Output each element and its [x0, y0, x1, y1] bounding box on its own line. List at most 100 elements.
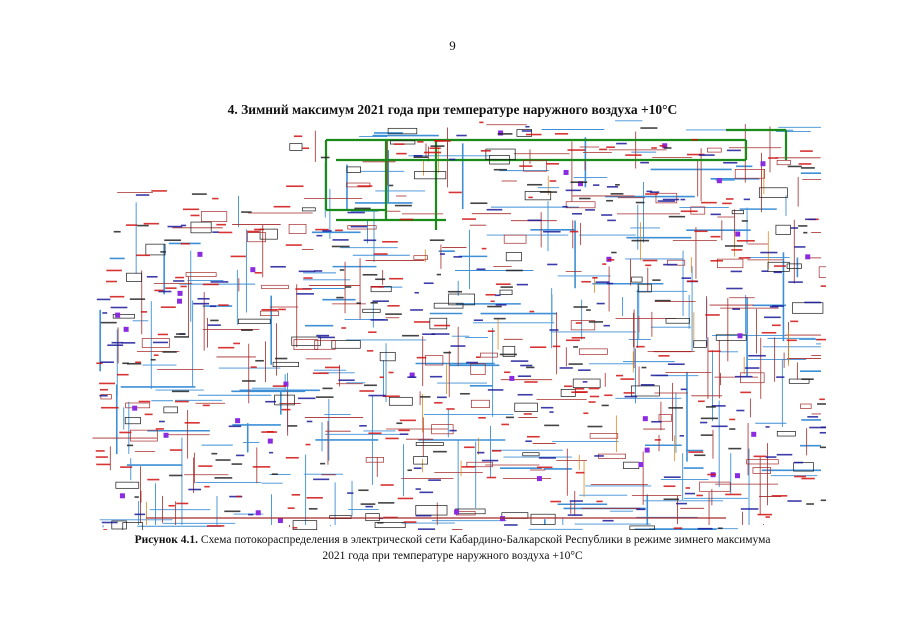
substation-box [485, 148, 516, 161]
label-mark [464, 446, 475, 449]
label-mark [736, 240, 755, 242]
label-mark [645, 193, 658, 195]
label-mark [525, 125, 530, 128]
label-mark [658, 355, 670, 357]
label-mark [106, 280, 117, 283]
label-mark [765, 516, 770, 518]
label-mark [538, 457, 556, 459]
label-mark [368, 394, 386, 397]
label-mark [583, 412, 589, 415]
label-mark [207, 324, 221, 326]
label-mark [261, 431, 278, 433]
label-mark [803, 231, 808, 234]
label-mark [575, 471, 585, 474]
label-mark [332, 239, 349, 241]
label-mark [722, 202, 732, 205]
label-mark [137, 224, 149, 227]
substation-box [374, 522, 406, 529]
schematic-svg [92, 120, 826, 530]
label-mark [819, 446, 826, 449]
label-mark [734, 375, 753, 378]
generator-node [638, 462, 644, 468]
label-mark [636, 508, 646, 511]
label-mark [606, 199, 614, 202]
label-mark [546, 163, 559, 165]
label-mark [801, 378, 814, 380]
label-mark [729, 418, 736, 421]
label-mark [210, 319, 219, 322]
substation-box [775, 224, 791, 235]
label-mark [504, 371, 511, 374]
label-mark [697, 527, 713, 530]
label-mark [403, 521, 417, 523]
label-mark [732, 308, 740, 310]
label-mark [589, 395, 600, 398]
label-mark [95, 456, 108, 458]
label-mark [525, 133, 542, 136]
label-mark [99, 382, 115, 385]
caption-text-line1: Схема потокораспределения в электрическо… [198, 534, 771, 546]
label-mark [729, 428, 736, 430]
label-mark [478, 416, 486, 419]
label-mark [350, 225, 368, 228]
substation-box [731, 210, 744, 215]
substation-box [655, 192, 678, 204]
label-mark [711, 425, 728, 428]
label-mark [450, 345, 466, 347]
generator-node [409, 372, 415, 378]
label-mark [385, 437, 399, 440]
label-mark [495, 294, 501, 297]
label-mark [318, 336, 335, 339]
substation-box [786, 263, 802, 269]
substation-box [572, 378, 601, 389]
label-mark [740, 391, 752, 394]
label-mark [470, 202, 488, 205]
label-mark [312, 372, 329, 375]
label-mark [399, 433, 409, 436]
label-mark [336, 296, 344, 299]
substation-box [570, 320, 596, 331]
label-mark [680, 198, 686, 201]
label-mark [610, 193, 624, 195]
label-mark [428, 479, 441, 481]
label-mark [106, 269, 122, 272]
label-mark [564, 385, 573, 388]
label-mark [817, 403, 826, 405]
label-mark [218, 304, 229, 306]
label-mark [254, 228, 265, 231]
label-mark [315, 228, 329, 231]
label-mark [360, 503, 376, 505]
label-mark [753, 455, 767, 458]
label-mark [623, 392, 635, 394]
label-mark [685, 487, 690, 489]
label-mark [771, 324, 781, 327]
generator-node [255, 510, 261, 516]
label-mark [650, 374, 668, 377]
substation-box [291, 336, 321, 346]
label-mark [394, 204, 412, 207]
label-mark [198, 465, 213, 467]
label-mark [157, 333, 168, 336]
label-mark [423, 151, 442, 154]
label-mark [150, 358, 156, 361]
substation-box [800, 403, 812, 409]
label-mark [500, 286, 513, 288]
label-mark [158, 290, 172, 293]
substation-box [776, 431, 796, 437]
substation-box [112, 314, 135, 319]
generator-node [577, 181, 583, 187]
label-mark [520, 364, 533, 367]
label-mark [325, 366, 340, 369]
label-mark [663, 263, 678, 266]
label-mark [341, 327, 347, 329]
label-mark [416, 356, 427, 359]
label-mark [212, 197, 219, 200]
label-mark [202, 283, 219, 286]
label-mark [429, 239, 445, 242]
label-mark [668, 215, 686, 218]
label-mark [235, 454, 245, 457]
label-mark [602, 263, 607, 265]
label-mark [706, 406, 716, 408]
label-mark [211, 452, 218, 455]
label-mark [126, 362, 142, 365]
